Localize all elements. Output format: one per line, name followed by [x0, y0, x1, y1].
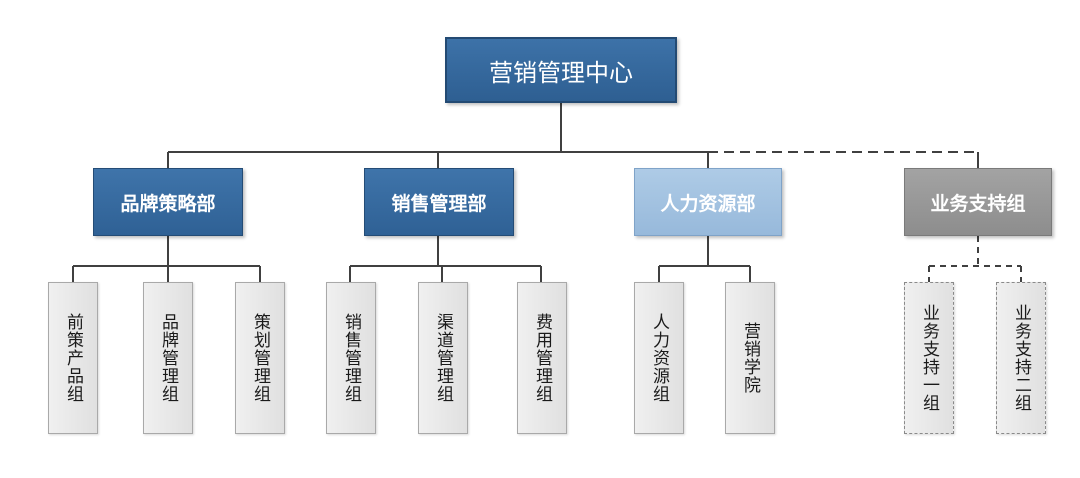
team-node: 销售管理组	[326, 282, 376, 434]
team-node: 前策产品组	[48, 282, 98, 434]
team-node: 渠道管理组	[418, 282, 468, 434]
root-node: 营销管理中心	[445, 37, 677, 103]
team-node: 费用管理组	[517, 282, 567, 434]
team-node: 策划管理组	[235, 282, 285, 434]
team-node: 人力资源组	[634, 282, 684, 434]
dept-node-human-resources: 人力资源部	[634, 168, 782, 236]
team-node: 营销学院	[725, 282, 775, 434]
team-node: 业务支持一组	[904, 282, 954, 434]
dept-node-brand-strategy: 品牌策略部	[93, 168, 243, 236]
dept-node-sales-management: 销售管理部	[364, 168, 514, 236]
dept-node-business-support: 业务支持组	[904, 168, 1052, 236]
team-node: 业务支持二组	[996, 282, 1046, 434]
team-node: 品牌管理组	[143, 282, 193, 434]
